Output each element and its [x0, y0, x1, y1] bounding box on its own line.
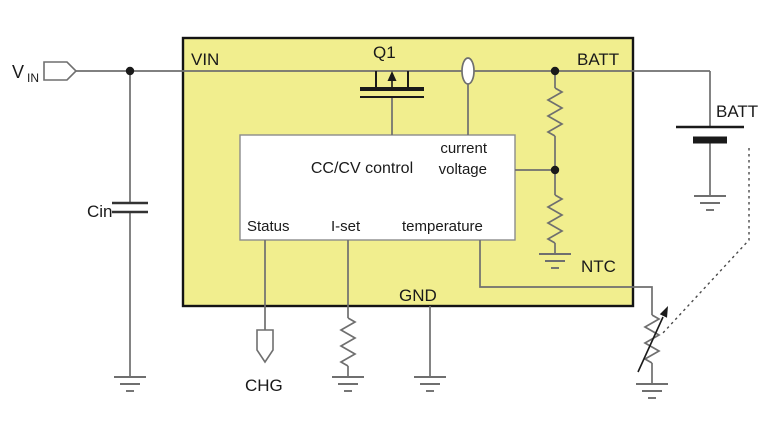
capacitor-cin	[112, 201, 148, 214]
ground-gnd-pin	[414, 376, 446, 392]
ground-symbols	[114, 195, 726, 399]
junction-dots	[125, 66, 560, 175]
controller-status-label: Status	[247, 218, 290, 235]
input-label: V	[12, 62, 24, 82]
junction-batt-divider	[550, 66, 560, 76]
thermal-coupling-line	[661, 148, 750, 335]
ic-pin-vin-label: VIN	[191, 50, 219, 69]
junction-vin-cin	[125, 66, 135, 76]
q1-label: Q1	[373, 43, 396, 62]
resistors	[339, 87, 661, 367]
ic-pin-ntc-label: NTC	[581, 257, 616, 276]
controller-temperature-label: temperature	[402, 218, 483, 235]
external-battery-label: BATT	[716, 102, 758, 121]
vin-connector	[43, 61, 78, 81]
controller-iset-label: I-set	[331, 218, 361, 235]
wires	[76, 70, 711, 384]
ic-pin-gnd-label: GND	[399, 286, 437, 305]
cin-label: Cin	[87, 202, 113, 221]
ntc-arrow	[637, 306, 668, 373]
wire-temperature	[479, 240, 653, 315]
current-sensor	[461, 57, 475, 85]
divider-resistor-top	[546, 87, 564, 137]
iset-resistor	[339, 317, 357, 367]
ground-divider	[539, 253, 571, 269]
controller-title: CC/CV control	[311, 160, 413, 177]
chg-label: CHG	[245, 376, 283, 395]
chg-connector	[256, 329, 274, 364]
mosfet-arrow-head	[387, 71, 397, 81]
controller-current-label: current	[440, 140, 488, 157]
mosfet-q1	[360, 71, 424, 98]
ic-pin-batt-label: BATT	[577, 50, 619, 69]
ground-iset	[332, 376, 364, 392]
junction-voltage-tap	[550, 165, 560, 175]
controller-box	[239, 134, 516, 241]
ntc-thermistor	[643, 314, 661, 364]
controller-voltage-label: voltage	[439, 161, 487, 178]
battery-symbol	[676, 125, 744, 144]
ground-thermistor	[636, 383, 668, 399]
ground-battery	[694, 195, 726, 211]
ground-cin	[114, 376, 146, 392]
input-label-subscript: IN	[27, 71, 39, 85]
divider-resistor-bottom	[546, 194, 564, 244]
